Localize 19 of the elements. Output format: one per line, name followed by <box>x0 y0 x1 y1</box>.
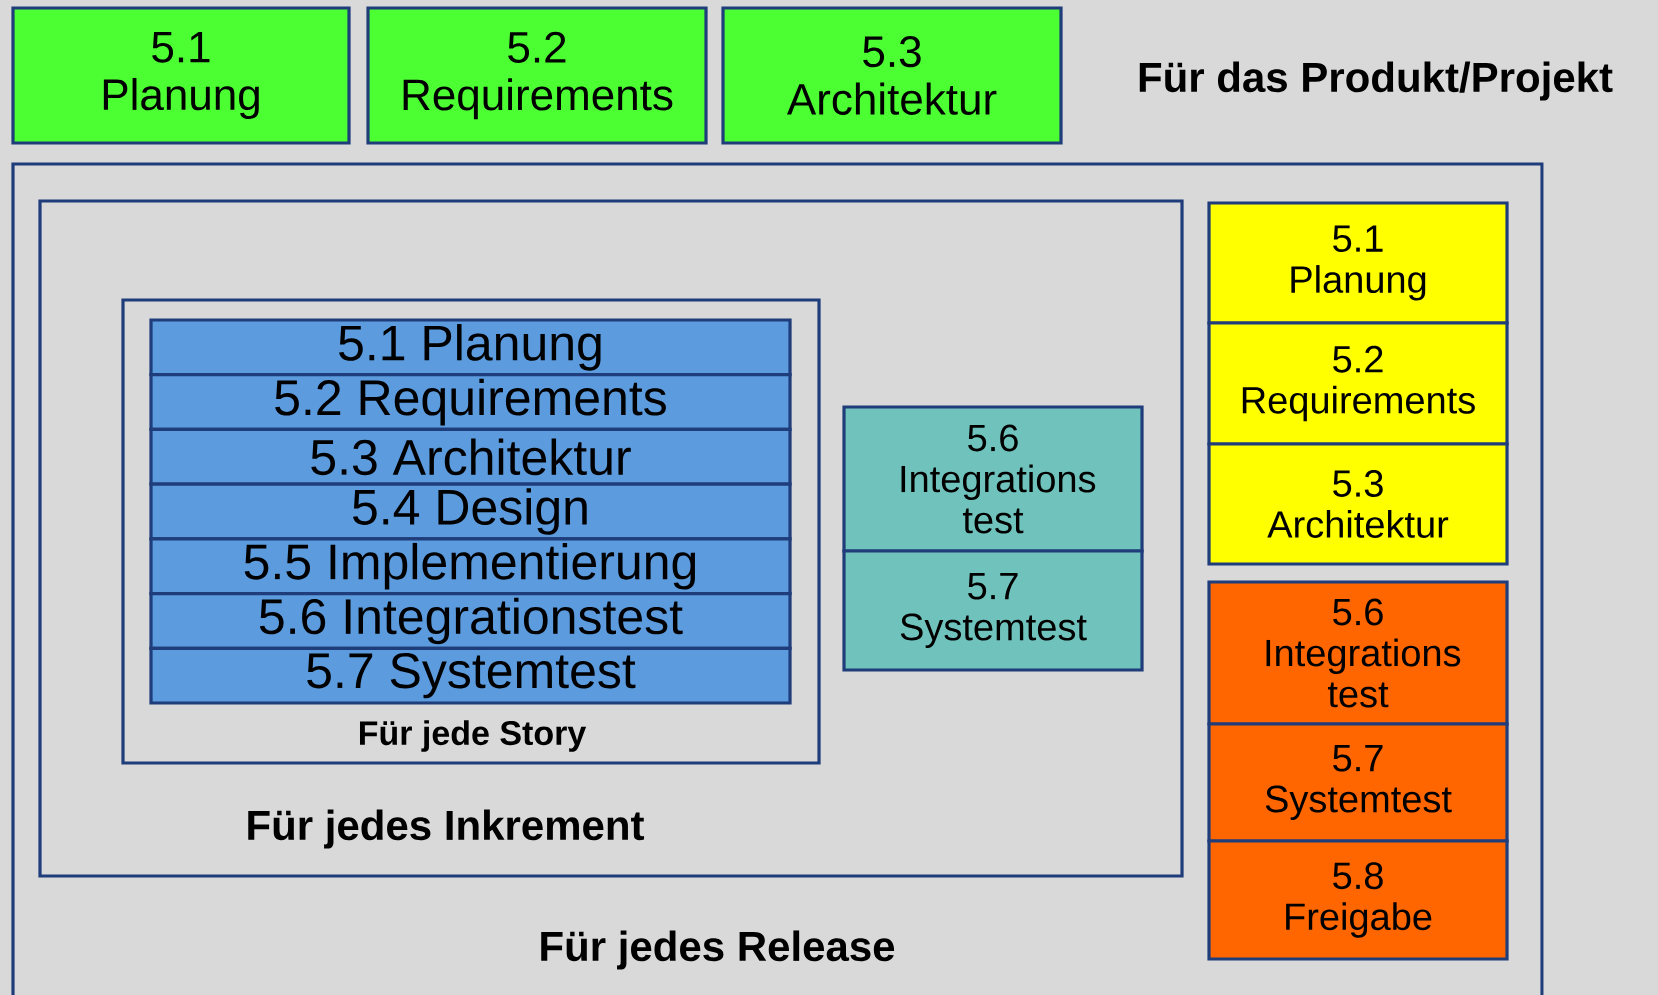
step-box: 5.6 Integrations test <box>842 405 1144 553</box>
step-box: 5.2 Requirements <box>366 6 708 145</box>
step-box: 5.7 Systemtest <box>1207 722 1509 843</box>
step-box: 5.1 Planung <box>1207 201 1509 325</box>
step-box: 5.7 Systemtest <box>842 549 1144 672</box>
step-row: 5.1 Planung <box>149 318 792 377</box>
step-box: 5.3 Architektur <box>721 6 1063 145</box>
step-row: 5.5 Implementierung <box>149 537 792 596</box>
step-row: 5.4 Design <box>149 482 792 541</box>
step-box: 5.3 Architektur <box>1207 442 1509 566</box>
step-row: 5.7 Systemtest <box>149 646 792 705</box>
step-row: 5.6 Integrationstest <box>149 591 792 650</box>
step-box: 5.2 Requirements <box>1207 321 1509 446</box>
step-row: 5.2 Requirements <box>149 373 792 432</box>
step-box: 5.6 Integrations test <box>1207 580 1509 726</box>
heading: Für das Produkt/Projekt <box>1139 61 1613 101</box>
step-box: 5.8 Freigabe <box>1207 839 1509 961</box>
step-box: 5.1 Planung <box>11 6 351 145</box>
step-row: 5.3 Architektur <box>149 427 792 486</box>
